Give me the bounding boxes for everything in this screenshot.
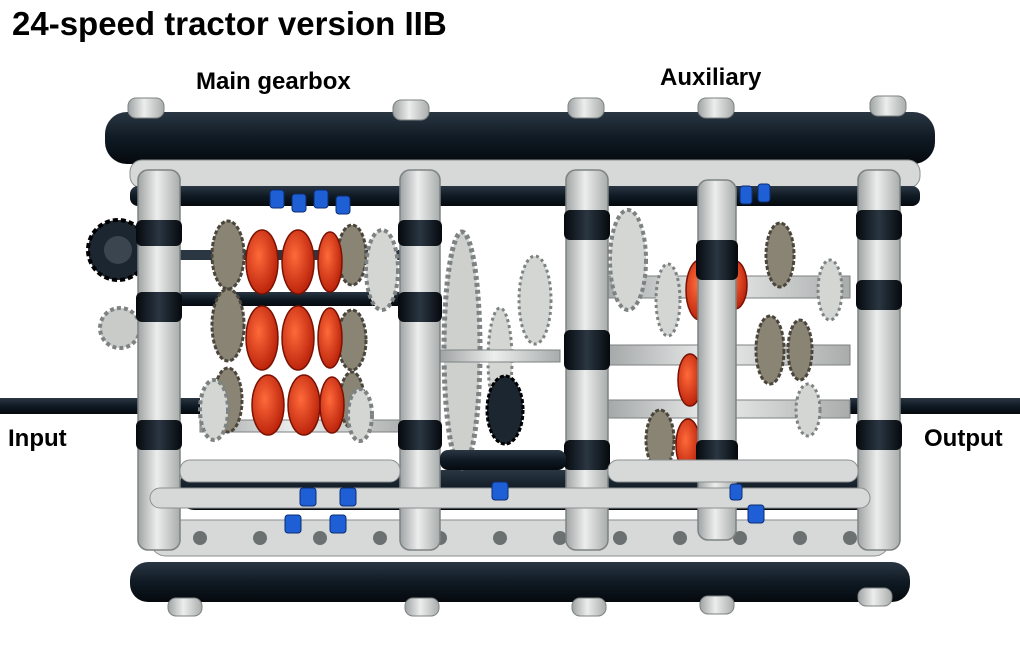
input-label: Input: [8, 425, 67, 452]
output-label: Output: [924, 425, 1003, 452]
red-clutches: [245, 229, 345, 436]
center-gears: [439, 229, 561, 471]
cross-beams: [149, 450, 871, 509]
blue-bushings: [269, 183, 771, 534]
diagram-title: 24-speed tractor version IIB: [12, 5, 447, 42]
column-bands: [136, 210, 902, 470]
main-light-gears: [198, 228, 400, 443]
bottom-pins: [167, 587, 893, 617]
aux-gears: [608, 208, 844, 472]
auxiliary-label: Auxiliary: [660, 64, 762, 91]
main-gearbox-label: Main gearbox: [196, 68, 351, 95]
top-beam: [105, 112, 935, 206]
top-pins: [127, 95, 907, 121]
